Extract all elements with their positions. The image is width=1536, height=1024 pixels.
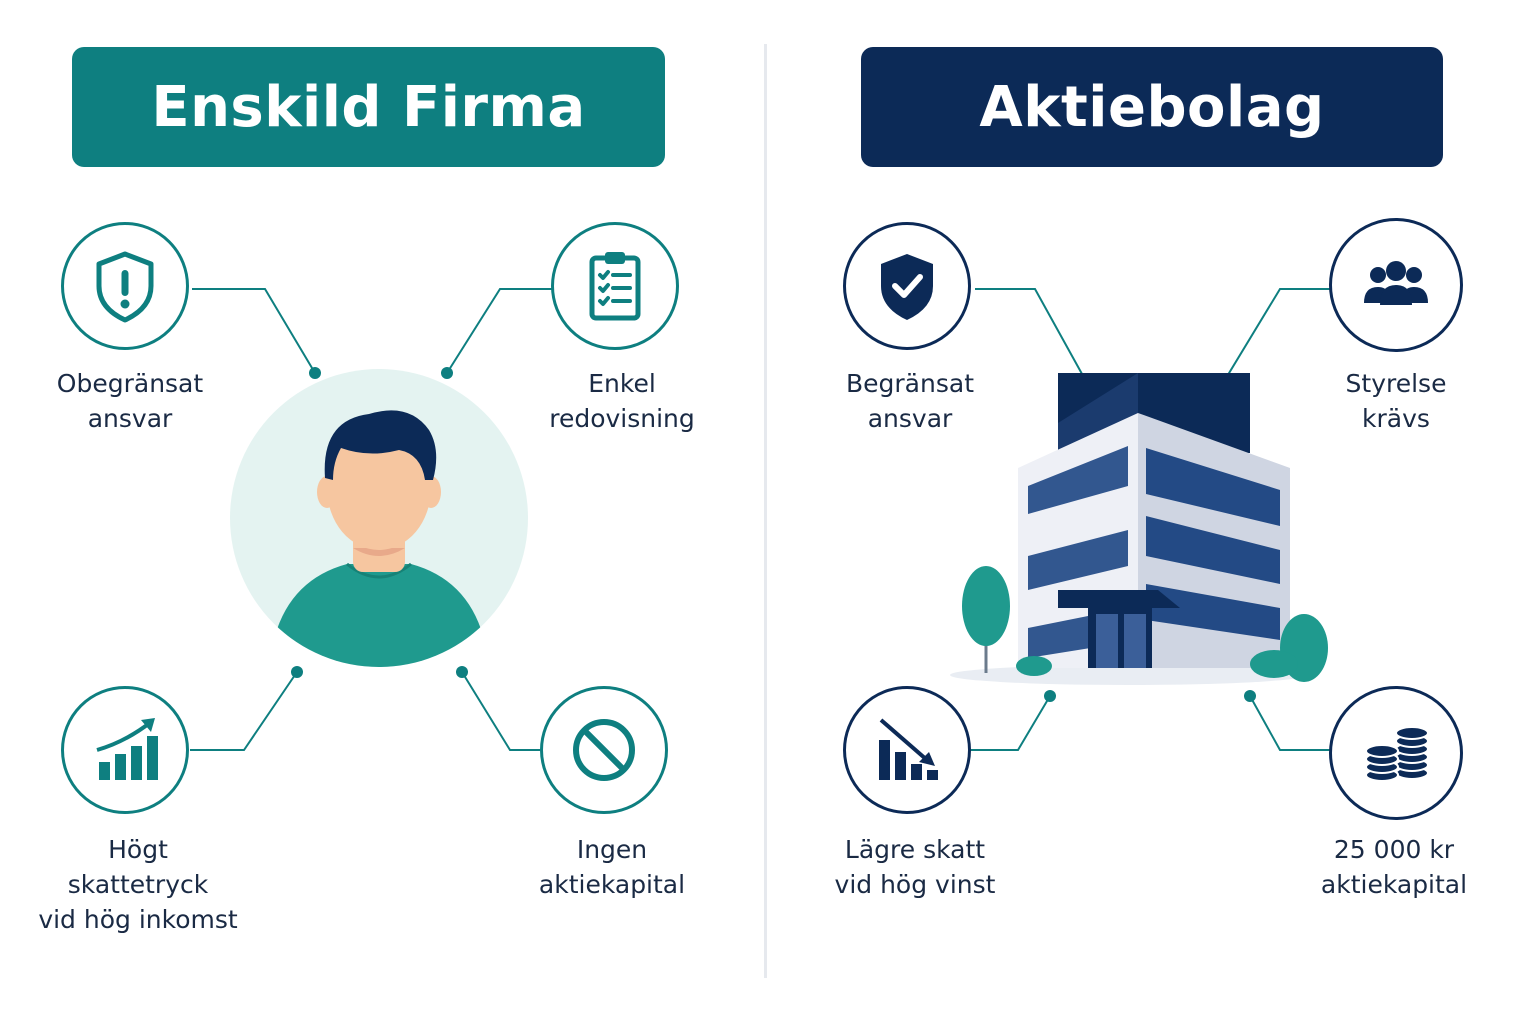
prohibited-icon (573, 719, 635, 781)
board-required-badge (1329, 218, 1463, 352)
connector-line (1219, 288, 1330, 389)
unlimited-liability-label: Obegränsat ansvar (56, 369, 204, 433)
rising-bar-chart-icon (96, 718, 158, 780)
connector-line (192, 288, 316, 374)
group-people-icon (1364, 261, 1428, 305)
no-share-capital-badge (540, 686, 668, 814)
aktiebolag-title: Aktiebolag (979, 74, 1325, 140)
aktiebolag-banner: Aktiebolag (861, 47, 1443, 167)
connector-dot (291, 666, 303, 678)
shield-exclamation-icon (96, 251, 154, 323)
connector-dot (441, 367, 453, 379)
unlimited-liability-badge (61, 222, 189, 350)
lower-tax-label: Lägre skatt vid hög vinst (834, 835, 996, 899)
share-capital-label: 25 000 kr aktiekapital (1320, 835, 1468, 899)
connector-dot (1244, 690, 1256, 702)
enskild-firma-banner: Enskild Firma (72, 47, 665, 167)
connector-line (446, 288, 552, 374)
person-avatar (230, 369, 528, 667)
simple-accounting-label: Enkel redovisning (549, 369, 695, 433)
coin-stacks-icon (1365, 726, 1429, 782)
center-divider (764, 44, 767, 978)
clipboard-checklist-icon (589, 252, 641, 321)
share-capital-badge (1329, 686, 1463, 820)
office-building (950, 373, 1328, 685)
connector-line (190, 671, 298, 751)
limited-liability-label: Begränsat ansvar (846, 369, 974, 433)
connector-line (975, 288, 1088, 384)
shield-check-icon (881, 254, 933, 320)
limited-liability-badge (843, 222, 971, 350)
simple-accounting-badge (551, 222, 679, 350)
high-tax-badge (61, 686, 189, 814)
connector-line (1249, 695, 1330, 751)
connector-dot (456, 666, 468, 678)
falling-bar-chart-icon (879, 718, 938, 780)
lower-tax-badge (843, 686, 971, 814)
enskild-firma-title: Enskild Firma (151, 74, 586, 140)
board-required-label: Styrelse krävs (1345, 369, 1447, 433)
connector-dot (309, 367, 321, 379)
no-share-capital-label: Ingen aktiekapital (538, 835, 686, 899)
high-tax-label: Högt skattetryck vid hög inkomst (38, 835, 238, 934)
connector-line (970, 695, 1051, 751)
connector-line (461, 671, 540, 751)
connector-dot (1044, 690, 1056, 702)
